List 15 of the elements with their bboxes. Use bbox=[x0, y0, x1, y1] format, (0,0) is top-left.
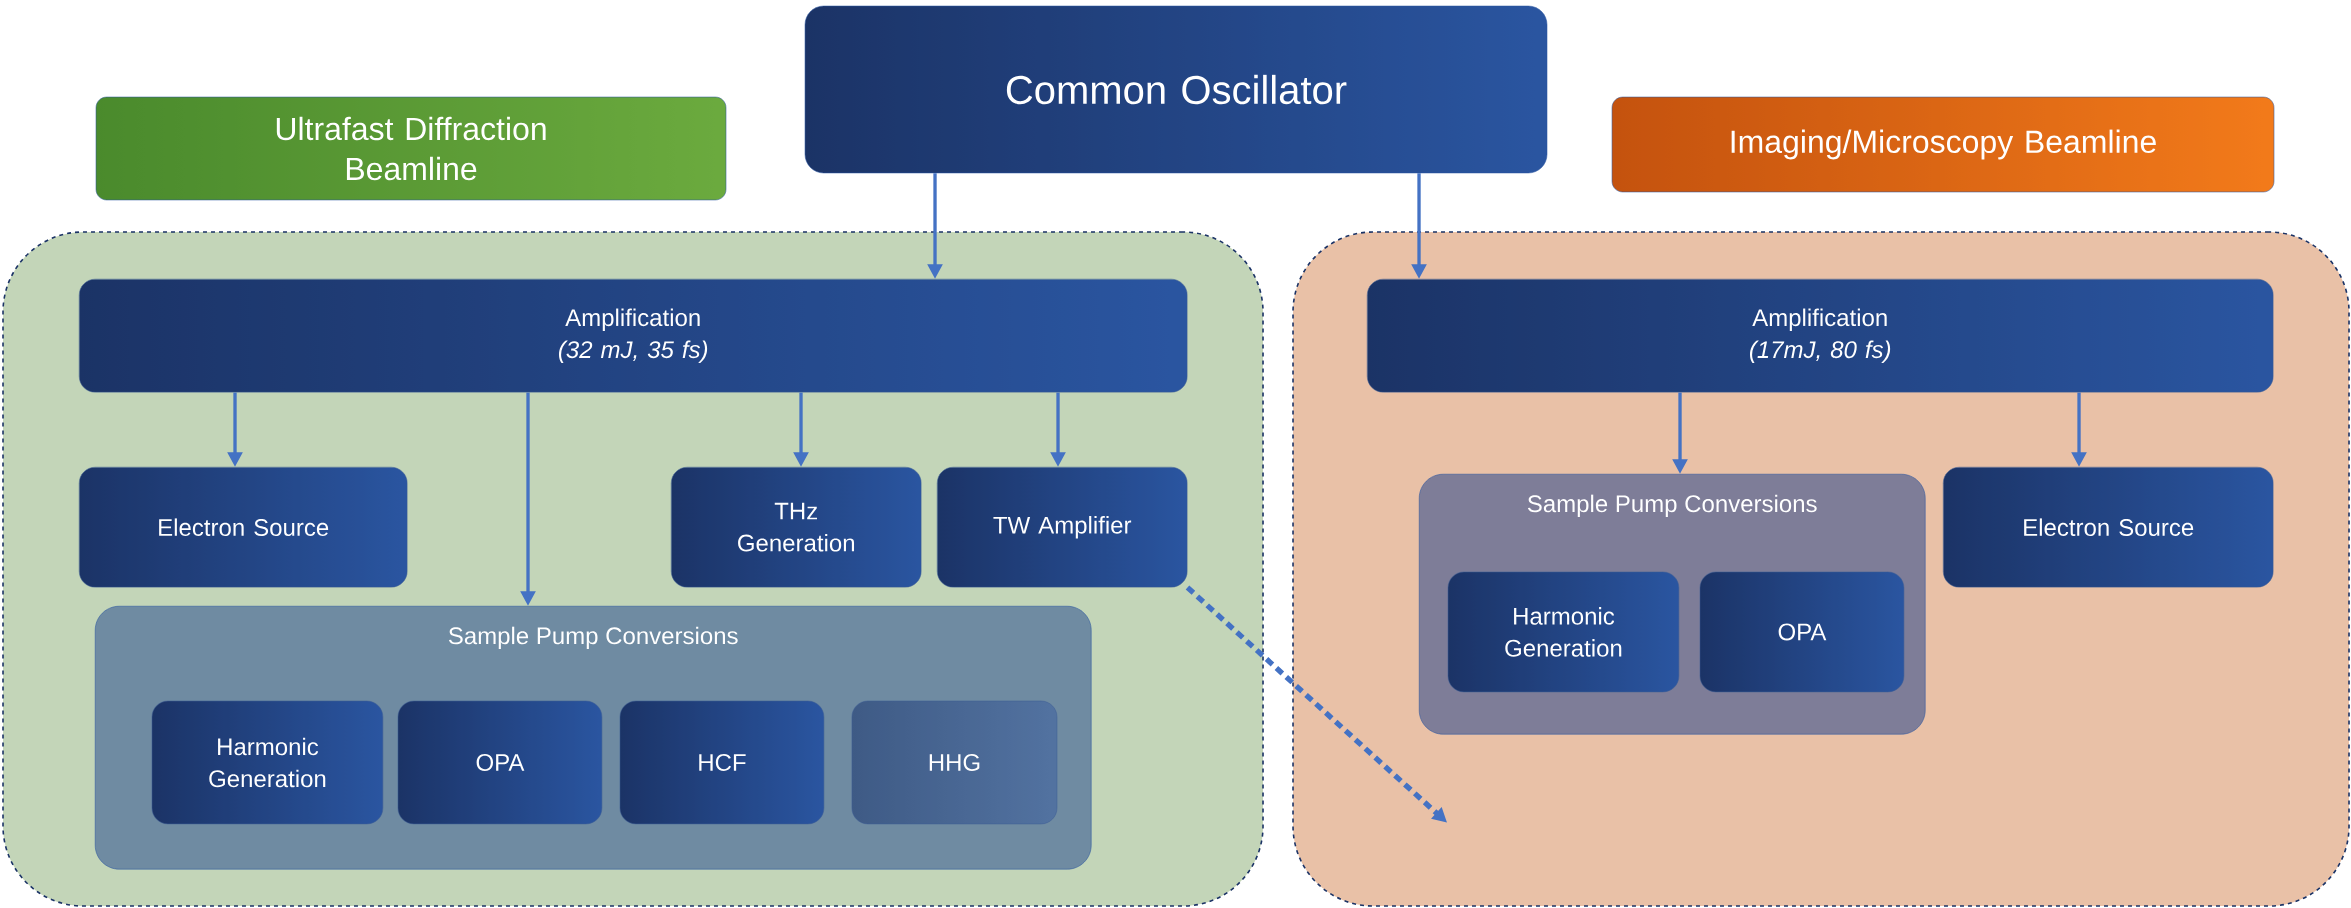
beamline-title-box: Ultrafast Diffraction Beamline bbox=[95, 96, 727, 201]
process-box: TW Amplifier bbox=[936, 466, 1188, 588]
process-box: Harmonic Generation bbox=[1447, 571, 1680, 693]
process-box: OPA bbox=[397, 700, 603, 825]
process-box: THz Generation bbox=[670, 466, 922, 588]
beamline-title-box: Imaging/Microscopy Beamline bbox=[1611, 96, 2275, 193]
oscillator-box: Common Oscillator bbox=[804, 5, 1548, 174]
process-box: Amplification (17mJ, 80 fs) bbox=[1366, 278, 2274, 393]
process-box: OPA bbox=[1699, 571, 1905, 693]
process-box: Amplification (32 mJ, 35 fs) bbox=[78, 278, 1188, 393]
process-box: Harmonic Generation bbox=[151, 700, 384, 825]
process-box: Electron Source bbox=[78, 466, 408, 588]
process-box: Electron Source bbox=[1942, 466, 2274, 588]
process-box: HHG bbox=[851, 700, 1058, 825]
process-box: HCF bbox=[619, 700, 825, 825]
